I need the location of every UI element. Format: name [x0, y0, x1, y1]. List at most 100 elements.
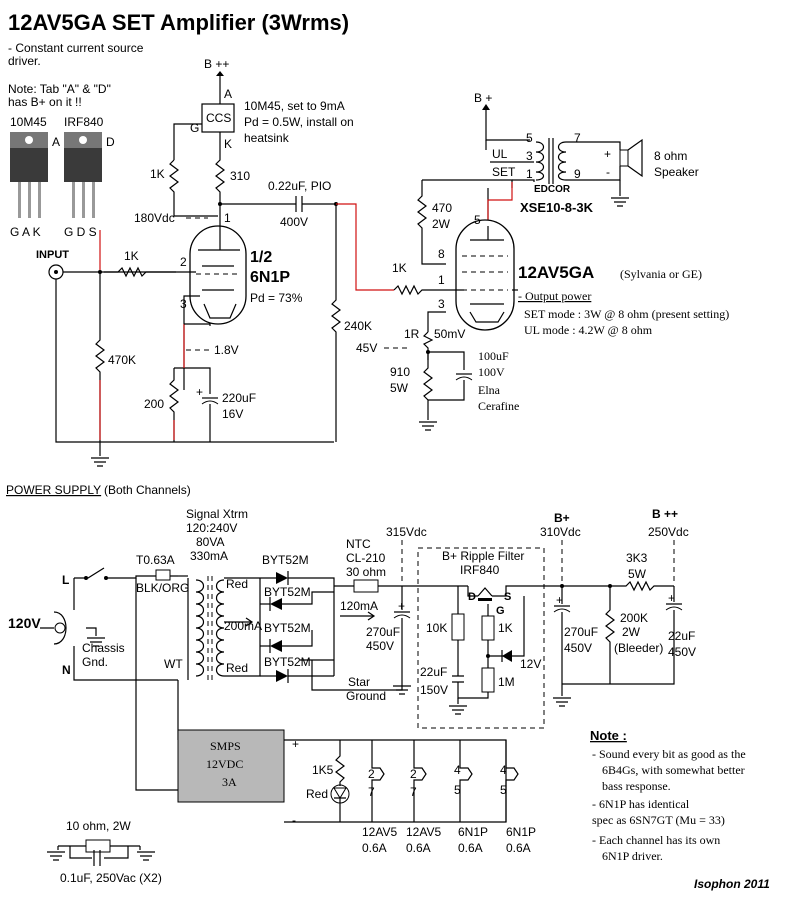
svg-text:(Both Channels): (Both Channels) [104, 483, 191, 497]
svg-text:100V: 100V [478, 365, 505, 379]
svg-text:+: + [668, 591, 675, 605]
svg-text:3A: 3A [222, 775, 237, 789]
svg-text:Red: Red [226, 661, 248, 675]
svg-text:270uF: 270uF [366, 625, 400, 639]
svg-text:IRF840: IRF840 [64, 115, 104, 129]
svg-text:8: 8 [438, 247, 445, 261]
svg-text:30 ohm: 30 ohm [346, 565, 386, 579]
svg-text:470: 470 [432, 201, 452, 215]
svg-text:45V: 45V [356, 341, 377, 355]
svg-text:G: G [190, 121, 199, 135]
svg-text:Elna: Elna [478, 383, 501, 397]
svg-text:7: 7 [410, 785, 417, 799]
svg-text:SET: SET [492, 165, 516, 179]
tube1-title: 1/2 [250, 249, 272, 266]
heater-1: 2 7 12AV5 0.6A [362, 740, 397, 855]
svg-text:6N1P driver.: 6N1P driver. [602, 849, 663, 863]
svg-text:Star: Star [348, 675, 370, 689]
svg-text:B +: B + [474, 91, 492, 105]
snubber: 10 ohm, 2W 0.1uF, 250Vac (X2) [46, 819, 162, 885]
svg-text:G D S: G D S [64, 225, 97, 239]
mains-label: 120V [8, 615, 41, 631]
svg-text:G: G [496, 605, 505, 617]
svg-text:100uF: 100uF [478, 349, 509, 363]
output-transformer: 5 3 1 7 9 + - 8 ohm Speaker UL SET EDCOR… [490, 131, 699, 215]
svg-text:- Each channel has its own: - Each channel has its own [592, 833, 720, 847]
svg-text:470K: 470K [108, 353, 136, 367]
svg-text:2W: 2W [432, 217, 451, 231]
svg-text:1K: 1K [498, 621, 513, 635]
bpp-label: B ++ [204, 57, 229, 71]
svg-text:- Sound every bit as good as t: - Sound every bit as good as the [592, 747, 746, 761]
svg-text:10M45, set to 9mA: 10M45, set to 9mA [244, 99, 345, 113]
svg-text:BYT52M: BYT52M [264, 621, 311, 635]
svg-text:1M: 1M [498, 675, 515, 689]
svg-text:3: 3 [526, 149, 533, 163]
svg-text:200mA: 200mA [224, 619, 262, 633]
svg-text:A: A [52, 135, 60, 149]
svg-text:1R: 1R [404, 327, 420, 341]
svg-text:4: 4 [454, 763, 461, 777]
svg-text:Red: Red [226, 577, 248, 591]
svg-text:330mA: 330mA [190, 549, 228, 563]
svg-text:N: N [62, 663, 71, 677]
svg-text:50mV: 50mV [434, 327, 465, 341]
svg-text:6N1P: 6N1P [506, 825, 536, 839]
ripple-filter-box [417, 547, 545, 729]
svg-text:22uF: 22uF [668, 629, 695, 643]
svg-text:L: L [62, 573, 69, 587]
svg-text:6N1P: 6N1P [458, 825, 488, 839]
svg-text:- Output power: - Output power [518, 289, 591, 303]
svg-text:Pd = 73%: Pd = 73% [250, 291, 303, 305]
svg-text:450V: 450V [564, 641, 592, 655]
svg-text:1: 1 [438, 273, 445, 287]
svg-text:3: 3 [438, 297, 445, 311]
svg-text:1: 1 [526, 167, 533, 181]
to220-10m45: 10M45 A G A K [10, 115, 60, 239]
svg-text:(Bleeder): (Bleeder) [614, 641, 663, 655]
svg-text:NTC: NTC [346, 537, 371, 551]
svg-text:EDCOR: EDCOR [534, 184, 571, 195]
svg-text:2: 2 [180, 255, 187, 269]
svg-text:S: S [504, 591, 511, 603]
svg-text:0.22uF, PIO: 0.22uF, PIO [268, 179, 331, 193]
svg-text:3K3: 3K3 [626, 551, 648, 565]
heater-2: 2 7 12AV5 0.6A [406, 740, 441, 855]
svg-text:5: 5 [526, 131, 533, 145]
svg-text:2: 2 [368, 767, 375, 781]
svg-text:310: 310 [230, 169, 250, 183]
input-label: INPUT [36, 249, 69, 261]
svg-text:-: - [606, 165, 610, 179]
svg-text:1.8V: 1.8V [214, 343, 239, 357]
title: 12AV5GA SET Amplifier (3Wrms) [8, 10, 349, 35]
svg-text:BLK/ORG: BLK/ORG [136, 581, 189, 595]
svg-text:spec as 6SN7GT (Mu = 33): spec as 6SN7GT (Mu = 33) [592, 813, 725, 827]
svg-text:Red: Red [306, 787, 328, 801]
svg-text:WT: WT [164, 657, 183, 671]
svg-text:22uF: 22uF [420, 665, 447, 679]
svg-text:Note :: Note : [590, 728, 627, 743]
svg-text:Chassis: Chassis [82, 641, 125, 655]
svg-text:+: + [398, 599, 405, 613]
svg-text:10 ohm, 2W: 10 ohm, 2W [66, 819, 131, 833]
smps-box [177, 729, 285, 803]
svg-text:1K5: 1K5 [312, 763, 334, 777]
svg-text:270uF: 270uF [564, 625, 598, 639]
ccs-label: CCS [206, 111, 231, 125]
svg-text:SET mode : 3W @ 8 ohm (present: SET mode : 3W @ 8 ohm (present setting) [524, 307, 729, 321]
svg-text:+: + [604, 147, 611, 161]
tube-6n1p [189, 225, 247, 325]
heater-4: 4 5 6N1P 0.6A [500, 740, 536, 855]
svg-text:2W: 2W [622, 625, 641, 639]
svg-text:Gnd.: Gnd. [82, 655, 108, 669]
svg-text:1K: 1K [150, 167, 165, 181]
svg-text:5: 5 [454, 783, 461, 797]
svg-text:K: K [224, 137, 232, 151]
svg-text:- 6N1P has identical: - 6N1P has identical [592, 797, 690, 811]
svg-text:D: D [106, 135, 115, 149]
svg-text:310Vdc: 310Vdc [540, 525, 581, 539]
svg-text:+: + [292, 737, 299, 751]
svg-text:G A K: G A K [10, 225, 41, 239]
ps-heading: POWER SUPPLY [6, 483, 101, 497]
svg-text:120:240V: 120:240V [186, 521, 237, 535]
